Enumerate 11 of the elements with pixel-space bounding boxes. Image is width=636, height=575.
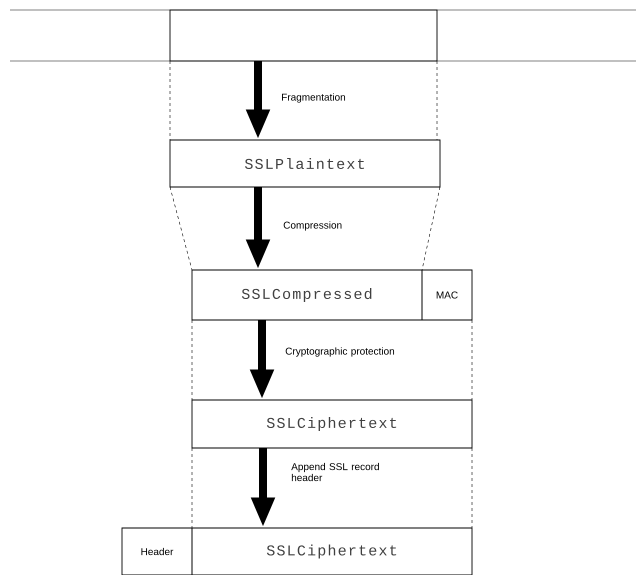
record-box: SSLCiphertext: [192, 528, 472, 575]
record-box: SSLCiphertext: [192, 400, 472, 448]
field-box: MAC: [422, 270, 472, 320]
record-box: SSLCompressed: [192, 270, 422, 320]
field-box: Header: [122, 528, 192, 575]
edge-label: Compression: [284, 221, 342, 231]
edge-label: Append SSL record header: [291, 462, 379, 482]
segment-box: [170, 10, 438, 62]
record-box: SSLPlaintext: [170, 140, 440, 188]
edge-label: Fragmentation: [282, 93, 346, 103]
edge-label: Cryptographic protection: [286, 347, 394, 357]
